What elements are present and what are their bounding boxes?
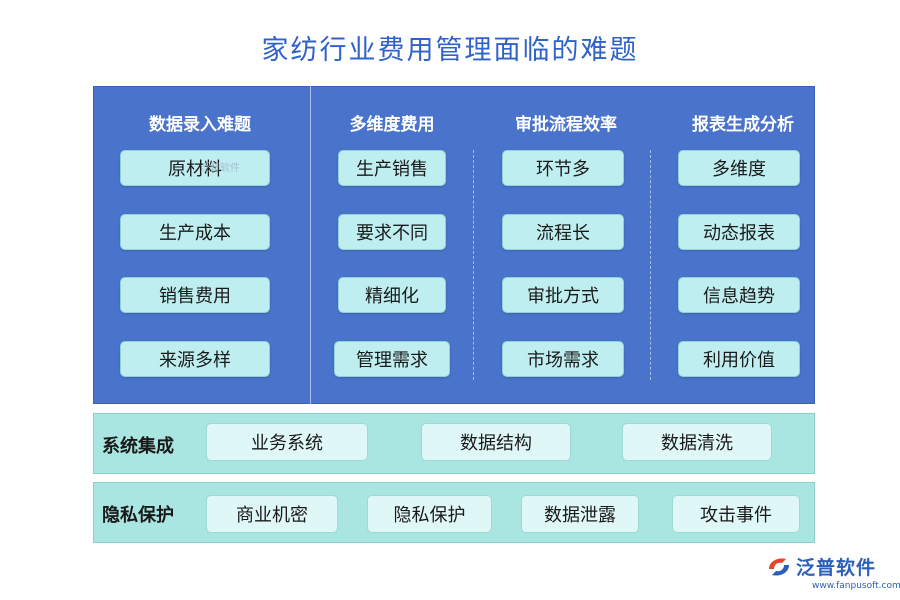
chip-production-cost: 生产成本 <box>120 214 270 250</box>
chip-attack-events: 攻击事件 <box>672 495 800 533</box>
logo-icon <box>769 557 789 576</box>
column-header-report: 报表生成分析 <box>692 115 794 135</box>
diagram-title: 家纺行业费用管理面临的难题 <box>261 35 639 66</box>
column-header-approval: 审批流程效率 <box>515 115 617 135</box>
column-header-multi-dimension: 多维度费用 <box>349 115 435 135</box>
chip-production-sales: 生产销售 <box>338 150 446 186</box>
chip-raw-materials: 原材料 <box>120 150 270 186</box>
logo-text: 泛普软件 <box>796 557 877 579</box>
band-label-system-integration: 系统集成 <box>102 436 174 457</box>
chip-approval-method: 审批方式 <box>502 277 624 313</box>
column-divider <box>310 86 311 404</box>
chip-sales-expense: 销售费用 <box>120 277 270 313</box>
watermark-text: 泛普软件 <box>200 163 240 174</box>
chip-multi-dimension: 多维度 <box>678 150 800 186</box>
chip-data-cleaning: 数据清洗 <box>622 423 772 461</box>
chip-data-leak: 数据泄露 <box>521 495 639 533</box>
chip-business-system: 业务系统 <box>206 423 368 461</box>
chip-long-process: 流程长 <box>502 214 624 250</box>
chip-utilization-value: 利用价值 <box>678 341 800 377</box>
column-divider <box>473 150 474 380</box>
column-header-data-entry: 数据录入难题 <box>149 115 251 135</box>
chip-data-structure: 数据结构 <box>421 423 571 461</box>
chip-different-requirements: 要求不同 <box>338 214 446 250</box>
chip-dynamic-report: 动态报表 <box>678 214 800 250</box>
chip-many-steps: 环节多 <box>502 150 624 186</box>
chip-privacy-protection: 隐私保护 <box>367 495 492 533</box>
brand-logo: 泛普软件 <box>766 553 876 580</box>
band-label-privacy-protection: 隐私保护 <box>102 505 174 526</box>
chip-diverse-sources: 来源多样 <box>120 341 270 377</box>
logo-url: www.fanpusoft.com <box>812 581 900 591</box>
chip-trade-secrets: 商业机密 <box>206 495 338 533</box>
chip-market-demand: 市场需求 <box>502 341 624 377</box>
chip-management-needs: 管理需求 <box>334 341 450 377</box>
chip-info-trend: 信息趋势 <box>678 277 800 313</box>
chip-refinement: 精细化 <box>338 277 446 313</box>
column-divider <box>650 150 651 380</box>
